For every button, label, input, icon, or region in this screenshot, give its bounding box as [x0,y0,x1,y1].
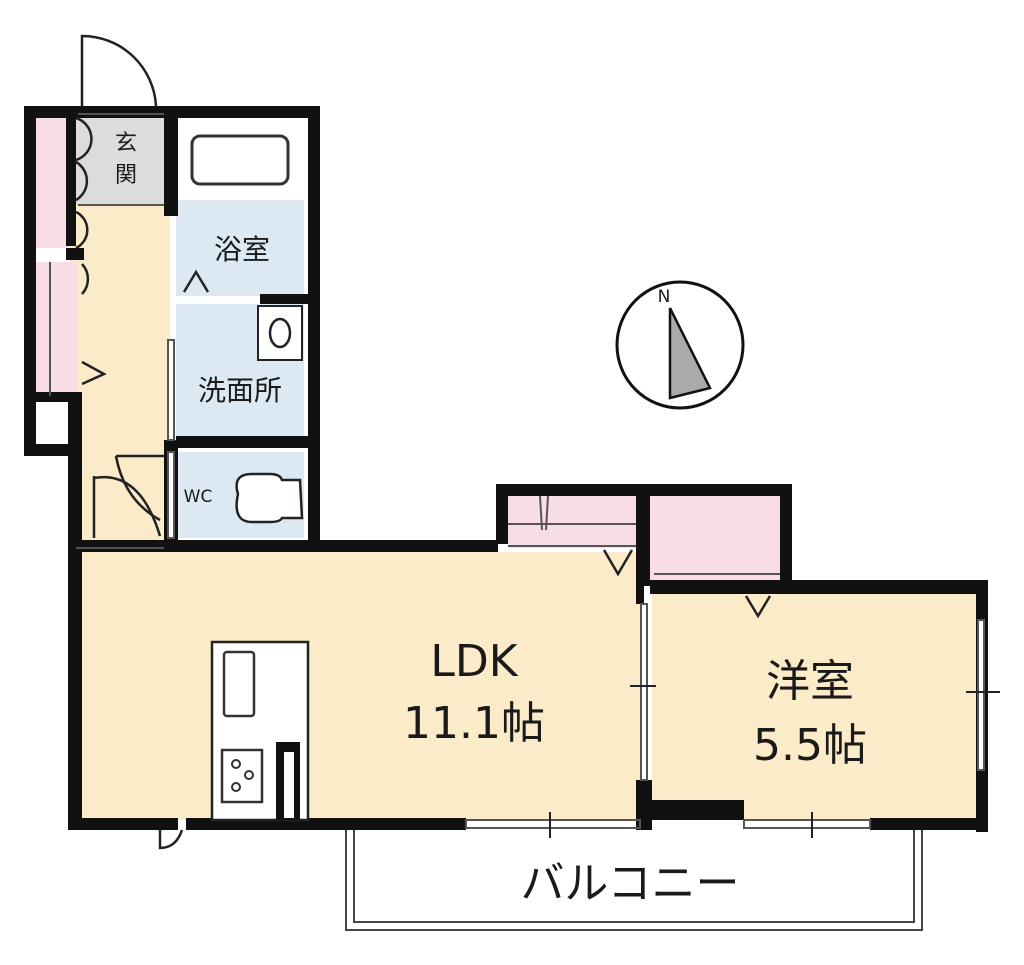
balcony-label: バルコニー [520,858,739,909]
toilet-icon [235,472,304,524]
compass-icon [615,280,745,410]
kitchen-sink-icon [222,650,256,718]
bathroom-floor [176,200,304,296]
western-closet [650,496,780,582]
left-closet-upper [34,118,70,248]
washroom-label: 洗面所 [198,374,282,407]
walls [24,106,988,832]
wash-basin-icon [257,305,303,361]
western-room-floor [652,594,976,820]
ldk-floor [80,552,640,820]
hallway-floor [70,205,170,545]
pipe-space [36,404,68,444]
bathtub-icon [190,134,290,186]
window-ticks [549,685,1000,838]
entrance-label-1: 玄 [115,131,137,156]
balcony-outline [345,830,923,931]
ldk-closet [508,496,640,548]
entrance-label-2: 関 [115,163,137,188]
toilet-label: WC [184,487,213,507]
western-room-size: 5.5帖 [753,720,867,771]
left-closet-lower [34,262,78,396]
compass-north-label: N [658,287,671,307]
windows [49,113,985,829]
stove-icon [220,748,264,804]
entrance-floor [70,118,170,205]
western-room-name: 洋室 [766,656,854,707]
doors [75,34,772,850]
ldk-size: 11.1帖 [403,698,545,749]
ldk-name: LDK [430,636,518,687]
bathroom-label: 浴室 [214,233,270,266]
